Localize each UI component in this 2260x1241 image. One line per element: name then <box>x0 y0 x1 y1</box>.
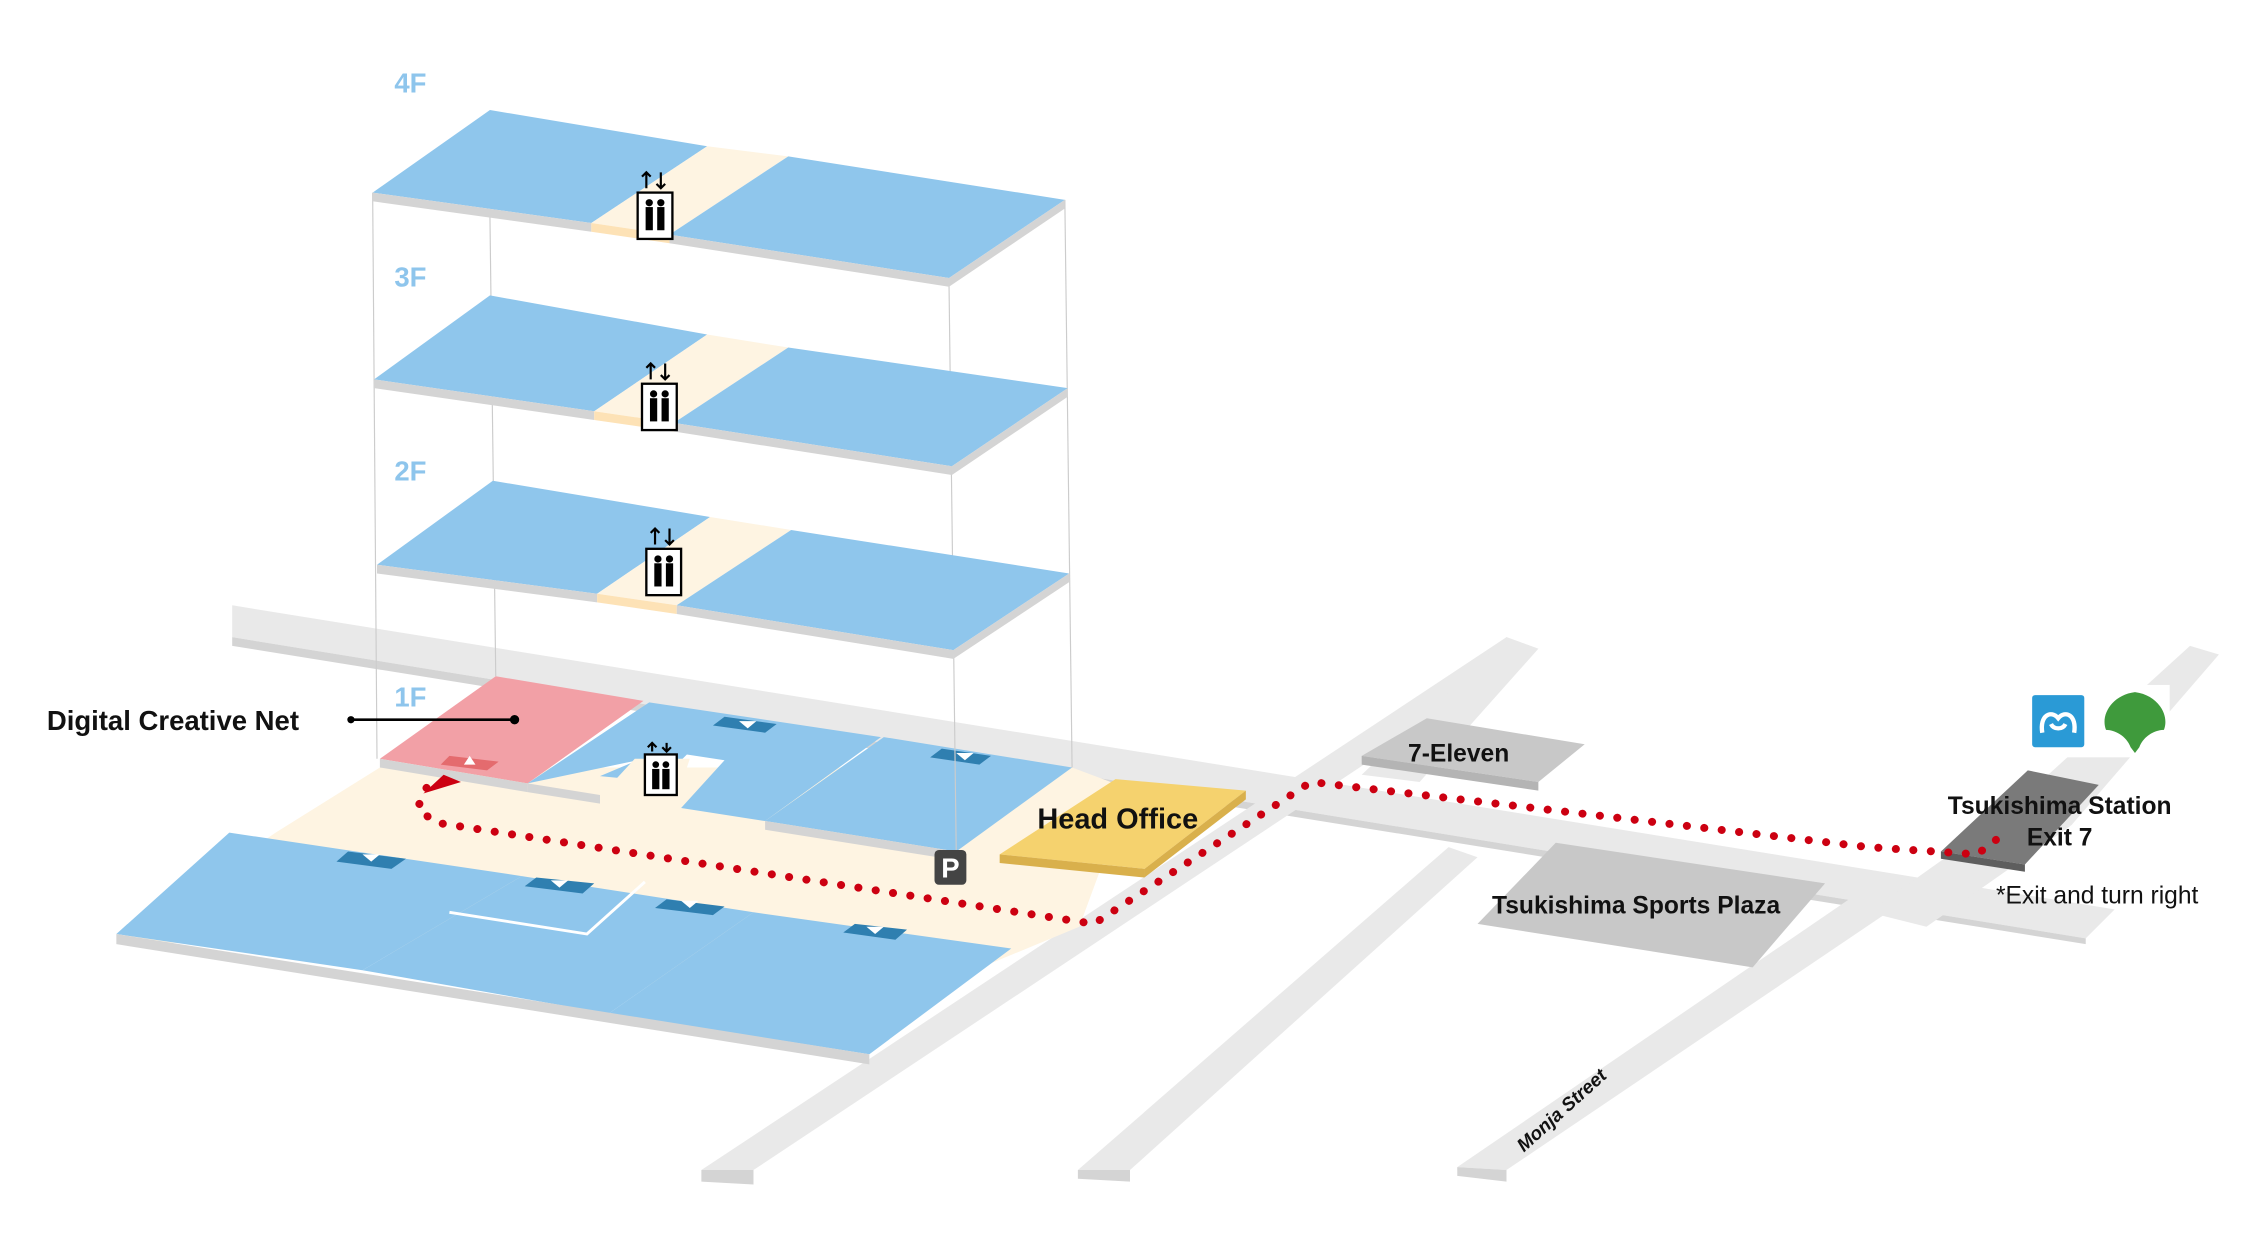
station-label-line1: Tsukishima Station <box>1948 793 2172 820</box>
sports-plaza-label: Tsukishima Sports Plaza <box>1492 893 1780 920</box>
station-label-line2: Exit 7 <box>2027 825 2093 852</box>
station-note: *Exit and turn right <box>1996 883 2199 910</box>
room-1f-a[interactable] <box>527 702 881 822</box>
parking-icon: P <box>934 850 967 885</box>
floor-4f <box>372 110 1065 287</box>
tenant-label: Digital Creative Net <box>47 705 299 736</box>
monja-street-label: Monja Street <box>1513 1064 1611 1156</box>
floor-3f <box>374 295 1068 475</box>
floor-label-1f: 1F <box>394 682 426 713</box>
svg-text:P: P <box>941 853 959 884</box>
floor-label-3f: 3F <box>394 262 426 293</box>
head-office-label: Head Office <box>1037 803 1198 835</box>
floor-2f <box>377 480 1070 659</box>
elevator-icon-2f <box>645 527 683 597</box>
toei-logo-icon <box>2104 692 2166 753</box>
road-middle-diagonal <box>1077 847 1478 1171</box>
room-1f-d[interactable] <box>362 876 754 1014</box>
floor-label-4f: 4F <box>394 68 426 99</box>
monja-street <box>1457 876 1927 1171</box>
tenant-office[interactable] <box>379 676 644 784</box>
seven-eleven[interactable]: 7-Eleven <box>1361 718 1585 791</box>
elevator-icon-4f <box>636 170 674 241</box>
elevator-icon-1f <box>643 741 678 797</box>
route-arrow-icon <box>423 774 461 794</box>
head-office[interactable]: Head Office <box>999 779 1246 878</box>
sports-plaza[interactable]: Tsukishima Sports Plaza <box>1477 842 1826 968</box>
tsukishima-station[interactable]: Tsukishima Station Exit 7 *Exit and turn… <box>1940 684 2199 910</box>
road-left-diagonal <box>701 637 1539 1171</box>
room-1f-c[interactable] <box>116 832 522 971</box>
upper-floors <box>372 110 1073 852</box>
elevator-icon-3f <box>640 361 678 432</box>
metro-logo-icon <box>2032 695 2085 748</box>
main-road <box>232 605 2115 939</box>
room-1f-b[interactable] <box>765 737 1073 852</box>
room-1f-e[interactable] <box>608 912 1012 1055</box>
route-dots <box>412 777 2000 929</box>
walking-route <box>412 774 2000 929</box>
floor-1f <box>116 676 1131 1065</box>
floor-label-2f: 2F <box>394 456 426 487</box>
seven-eleven-label: 7-Eleven <box>1408 741 1509 768</box>
